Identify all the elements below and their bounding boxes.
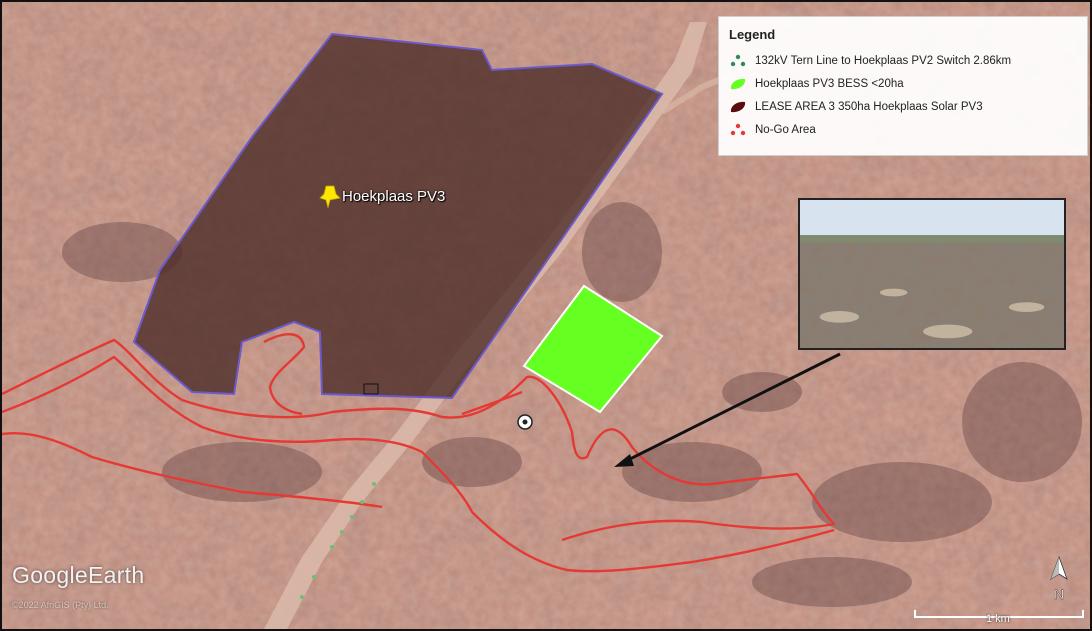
scale-bar-line	[914, 616, 1084, 618]
north-arrow-icon[interactable]: N	[1046, 555, 1072, 611]
scale-bar-label: 1 km	[986, 613, 1010, 625]
route-line-132kv	[300, 482, 376, 599]
copyright-text: ©2022 AfriGIS (Pty) Ltd.	[12, 600, 109, 610]
map-legend: Legend 132kV Tern Line to Hoekplaas PV2 …	[718, 16, 1088, 156]
legend-item-bess[interactable]: Hoekplaas PV3 BESS <20ha	[729, 72, 1077, 95]
photo-sand-patches	[819, 288, 1045, 339]
route-dots-icon	[729, 54, 747, 68]
legend-label: No-Go Area	[755, 123, 816, 136]
no-go-area[interactable]	[2, 333, 836, 573]
brand-part1: Google	[12, 562, 88, 588]
site-vegetation-photo[interactable]	[798, 198, 1066, 350]
photo-horizon	[800, 235, 1064, 245]
photo-sky	[800, 200, 1064, 241]
scale-bar-tick-right	[1082, 610, 1084, 618]
lease-area-polygon[interactable]	[132, 32, 664, 400]
bess-polygon[interactable]	[522, 284, 664, 414]
legend-label: Hoekplaas PV3 BESS <20ha	[755, 77, 904, 90]
legend-item-132kv-line[interactable]: 132kV Tern Line to Hoekplaas PV2 Switch …	[729, 49, 1077, 72]
brand-part2: Earth	[87, 562, 145, 588]
vegetation-patches	[62, 202, 1082, 607]
compass-label: N	[1054, 586, 1064, 602]
photo-pointer-arrow	[614, 352, 841, 467]
legend-item-no-go[interactable]: No-Go Area	[729, 118, 1077, 141]
legend-label: 132kV Tern Line to Hoekplaas PV2 Switch …	[755, 54, 1012, 67]
no-go-dots-icon	[729, 123, 747, 137]
google-earth-logo: GoogleEarth	[12, 562, 144, 589]
scale-bar: 1 km	[914, 610, 1084, 626]
legend-title: Legend	[729, 27, 776, 42]
site-label: Hoekplaas PV3	[342, 188, 446, 205]
small-structure-marker	[363, 383, 379, 395]
lease-area-polygon-icon	[729, 100, 747, 114]
pushpin-icon[interactable]	[319, 185, 341, 209]
legend-item-lease-area[interactable]: LEASE AREA 3 350ha Hoekplaas Solar PV3	[729, 95, 1077, 118]
legend-label: LEASE AREA 3 350ha Hoekplaas Solar PV3	[755, 100, 983, 113]
target-circle-icon[interactable]	[517, 414, 533, 430]
scale-bar-tick-left	[914, 610, 916, 618]
bess-polygon-icon	[729, 77, 747, 91]
